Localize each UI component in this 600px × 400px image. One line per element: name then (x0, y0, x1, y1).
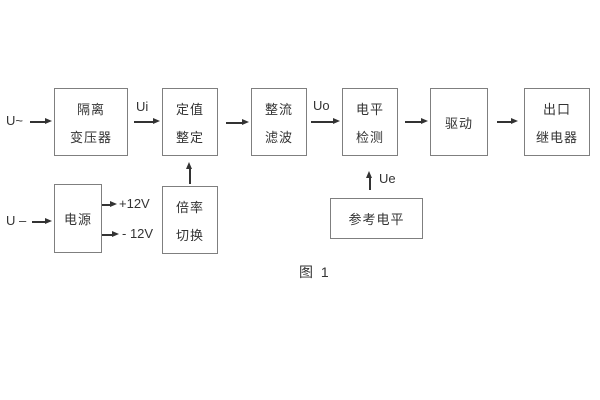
arrow-up-icon (186, 162, 192, 184)
minus-12v-label: - 12V (122, 226, 154, 241)
block-label: 整定 (175, 129, 204, 145)
arrow-right-icon (405, 118, 428, 124)
block-label: 滤波 (264, 129, 293, 145)
block-setpoint-adjustment: 定值 整定 (162, 88, 218, 156)
arrow-right-icon (226, 119, 249, 125)
arrow-right-icon (311, 118, 340, 124)
block-label: 出口 (542, 101, 571, 117)
dc-input-label: U – (6, 213, 27, 228)
block-label: 电源 (63, 212, 92, 227)
block-output-relay: 出口 继电器 (524, 88, 590, 156)
block-ratio-switch: 倍率 切换 (162, 186, 218, 254)
arrow-right-icon (32, 218, 52, 224)
block-label: 切换 (175, 227, 204, 243)
block-driver: 驱动 (430, 88, 488, 156)
arrow-right-icon (134, 118, 160, 124)
block-label: 参考电平 (348, 212, 405, 227)
block-rectifier-filter: 整流 滤波 (251, 88, 307, 156)
signal-uo-label: Uo (313, 98, 330, 113)
signal-ue-label: Ue (379, 171, 396, 186)
block-power-supply: 电源 (54, 184, 102, 253)
arrow-up-icon (366, 171, 372, 190)
block-label: 继电器 (535, 129, 578, 145)
block-label: 定值 (175, 101, 204, 117)
block-label: 检测 (355, 129, 384, 145)
block-isolation-transformer: 隔离 变压器 (54, 88, 128, 156)
block-label: 隔离 (76, 101, 105, 117)
arrow-right-icon (102, 201, 117, 207)
block-label: 整流 (264, 101, 293, 117)
plus-12v-label: +12V (119, 196, 150, 211)
arrow-right-icon (30, 118, 52, 124)
arrow-right-icon (102, 231, 119, 237)
arrow-right-icon (497, 118, 518, 124)
ac-input-label: U~ (6, 113, 23, 128)
block-label: 驱动 (444, 115, 473, 131)
block-label: 倍率 (175, 199, 204, 215)
block-reference-level: 参考电平 (330, 198, 423, 239)
block-label: 变压器 (69, 129, 112, 145)
signal-ui-label: Ui (136, 99, 149, 114)
block-level-detection: 电平 检测 (342, 88, 398, 156)
figure-caption: 图 1 (299, 264, 331, 280)
block-label: 电平 (355, 101, 384, 117)
